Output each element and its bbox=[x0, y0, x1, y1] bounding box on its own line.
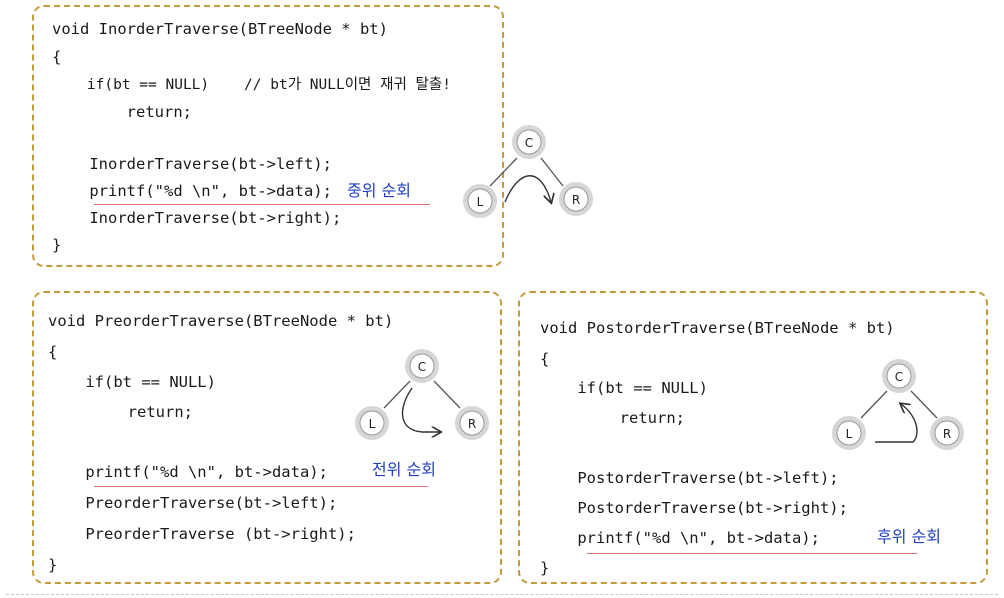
postorder-label: 후위 순회 bbox=[877, 527, 941, 546]
inorder-node-left: L bbox=[463, 184, 497, 218]
postorder-node-root-text: C bbox=[895, 370, 903, 384]
inorder-node-root: C bbox=[512, 125, 546, 159]
preorder-line-1: void PreorderTraverse(BTreeNode * bt) bbox=[48, 312, 394, 330]
postorder-underline bbox=[587, 553, 917, 554]
postorder-node-right-text: R bbox=[943, 427, 951, 441]
postorder-code-box bbox=[518, 291, 988, 584]
postorder-line-6: PostorderTraverse(bt->left); bbox=[540, 469, 839, 487]
inorder-underline bbox=[94, 204, 430, 205]
inorder-node-root-text: C bbox=[525, 136, 533, 150]
inorder-line-1: void InorderTraverse(BTreeNode * bt) bbox=[52, 20, 388, 38]
preorder-node-right-text: R bbox=[468, 417, 476, 431]
bottom-divider bbox=[6, 594, 998, 595]
preorder-code-box bbox=[32, 291, 502, 584]
inorder-node-right: R bbox=[559, 182, 593, 216]
preorder-line-9: } bbox=[48, 556, 58, 574]
inorder-node-right-text: R bbox=[572, 193, 580, 207]
preorder-node-root: C bbox=[405, 349, 439, 383]
preorder-label: 전위 순회 bbox=[372, 460, 436, 479]
postorder-node-left: L bbox=[832, 416, 866, 450]
inorder-node-left-text: L bbox=[477, 195, 484, 209]
preorder-node-left: L bbox=[355, 406, 389, 440]
postorder-line-4: return; bbox=[545, 409, 685, 427]
preorder-line-2: { bbox=[48, 343, 58, 361]
inorder-tree-diagram: C L R bbox=[463, 125, 593, 218]
preorder-node-right: R bbox=[455, 406, 489, 440]
postorder-node-right: R bbox=[930, 416, 964, 450]
preorder-line-8: PreorderTraverse (bt->right); bbox=[48, 525, 356, 543]
postorder-line-3: if(bt == NULL) bbox=[540, 379, 708, 397]
preorder-node-root-text: C bbox=[418, 360, 426, 374]
inorder-label: 중위 순회 bbox=[347, 181, 411, 200]
postorder-line-1: void PostorderTraverse(BTreeNode * bt) bbox=[540, 319, 895, 337]
postorder-line-8: printf("%d \n", bt->data); bbox=[540, 529, 820, 547]
preorder-tree-diagram: C L R bbox=[355, 349, 489, 440]
preorder-line-7: PreorderTraverse(bt->left); bbox=[48, 494, 338, 512]
postorder-line-9: } bbox=[540, 559, 550, 577]
postorder-node-left-text: L bbox=[846, 427, 853, 441]
preorder-underline bbox=[94, 486, 428, 487]
preorder-line-6: printf("%d \n", bt->data); bbox=[48, 463, 328, 481]
inorder-line-8: InorderTraverse(bt->right); bbox=[52, 209, 342, 227]
inorder-line-7: printf("%d \n", bt->data); bbox=[52, 182, 332, 200]
preorder-line-3: if(bt == NULL) bbox=[48, 373, 216, 391]
postorder-node-root: C bbox=[882, 359, 916, 393]
inorder-line-3: if(bt == NULL) // bt가 NULL이면 재귀 탈출! bbox=[52, 77, 451, 93]
inorder-line-9: } bbox=[52, 236, 62, 254]
inorder-code-box bbox=[32, 5, 504, 267]
inorder-line-6: InorderTraverse(bt->left); bbox=[52, 155, 332, 173]
preorder-node-left-text: L bbox=[369, 417, 376, 431]
preorder-line-4: return; bbox=[53, 403, 193, 421]
postorder-tree-diagram: C L R bbox=[832, 359, 964, 450]
postorder-line-2: { bbox=[540, 350, 550, 368]
postorder-line-7: PostorderTraverse(bt->right); bbox=[540, 499, 848, 517]
inorder-line-2: { bbox=[52, 48, 62, 66]
inorder-line-4: return; bbox=[52, 103, 192, 121]
